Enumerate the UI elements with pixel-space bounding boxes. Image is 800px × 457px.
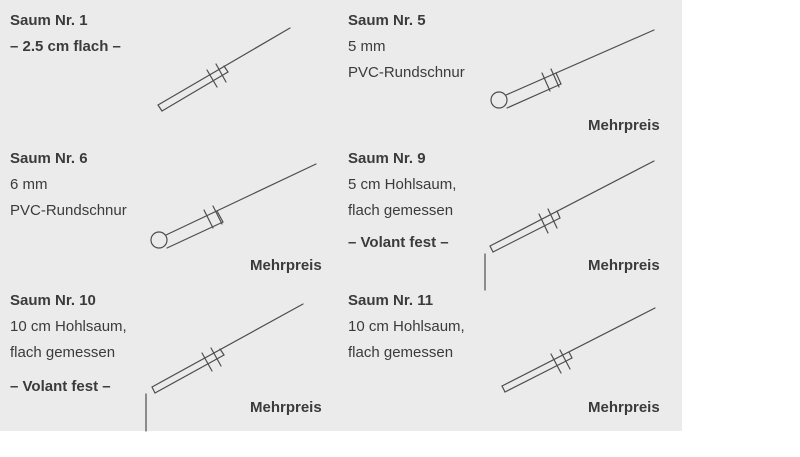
panel-detail: PVC-Rundschnur [10, 202, 127, 219]
panel-detail: 5 mm [348, 38, 386, 55]
surcharge-label: Mehrpreis [250, 257, 322, 274]
seam-diagram-hollow-hem-icon [501, 307, 656, 393]
panel-detail: flach gemessen [348, 344, 454, 361]
panel-saum-11: Saum Nr. 11 10 cm Hohlsaum, flach gemess… [348, 288, 465, 366]
panel-note: – Volant fest – [348, 234, 449, 251]
panel-note: – Volant fest – [10, 378, 111, 395]
panel-detail: 6 mm [10, 176, 48, 193]
panel-detail: flach gemessen [348, 202, 454, 219]
panel-saum-5: Saum Nr. 5 5 mm PVC-Rundschnur [348, 8, 465, 86]
seam-diagram-round-cord-icon [150, 163, 317, 249]
surcharge-label: Mehrpreis [588, 257, 660, 274]
surcharge-label: Mehrpreis [250, 399, 322, 416]
surcharge-label: Mehrpreis [588, 117, 660, 134]
panel-title: Saum Nr. 1 [10, 12, 88, 29]
seam-diagram-plain-flat-hem-icon [157, 27, 291, 112]
panel-title: Saum Nr. 10 [10, 292, 96, 309]
seam-diagram-hollow-hem-volant-icon [484, 160, 655, 291]
panel-title: Saum Nr. 9 [348, 150, 426, 167]
diagram-background [0, 0, 682, 431]
panel-saum-6: Saum Nr. 6 6 mm PVC-Rundschnur [10, 146, 127, 224]
panel-saum-10: Saum Nr. 10 10 cm Hohlsaum, flach gemess… [10, 288, 127, 400]
panel-saum-9: Saum Nr. 9 5 cm Hohlsaum, flach gemessen… [348, 146, 456, 256]
panel-detail: 5 cm Hohlsaum, [348, 176, 457, 193]
surcharge-label: Mehrpreis [588, 399, 660, 416]
panel-saum-1: Saum Nr. 1 – 2.5 cm flach – [10, 8, 121, 60]
panel-title: Saum Nr. 6 [10, 150, 88, 167]
seam-diagram-hollow-hem-volant-icon [145, 303, 304, 432]
panel-title: Saum Nr. 11 [348, 292, 434, 309]
panel-title: Saum Nr. 5 [348, 12, 426, 29]
seam-diagram-round-cord-icon [490, 29, 655, 109]
panel-detail: 10 cm Hohlsaum, [10, 318, 127, 335]
panel-detail: 10 cm Hohlsaum, [348, 318, 465, 335]
panel-detail: flach gemessen [10, 344, 116, 361]
panel-detail: PVC-Rundschnur [348, 64, 465, 81]
panel-note: – 2.5 cm flach – [10, 38, 121, 55]
